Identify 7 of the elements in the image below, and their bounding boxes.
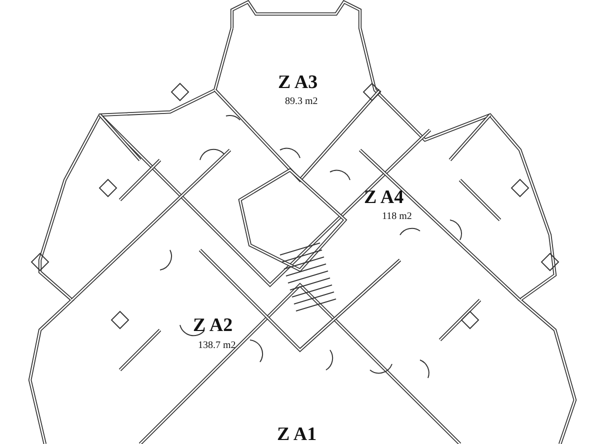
- unit-name: Z A1: [277, 424, 317, 444]
- unit-name: Z A4: [364, 187, 404, 209]
- unit-area: 138.7 m2: [198, 340, 236, 351]
- unit-area: 89.3 m2: [285, 96, 318, 107]
- unit-name: Z A3: [278, 72, 318, 94]
- unit-name: Z A2: [193, 315, 233, 337]
- unit-area: 118 m2: [382, 211, 412, 222]
